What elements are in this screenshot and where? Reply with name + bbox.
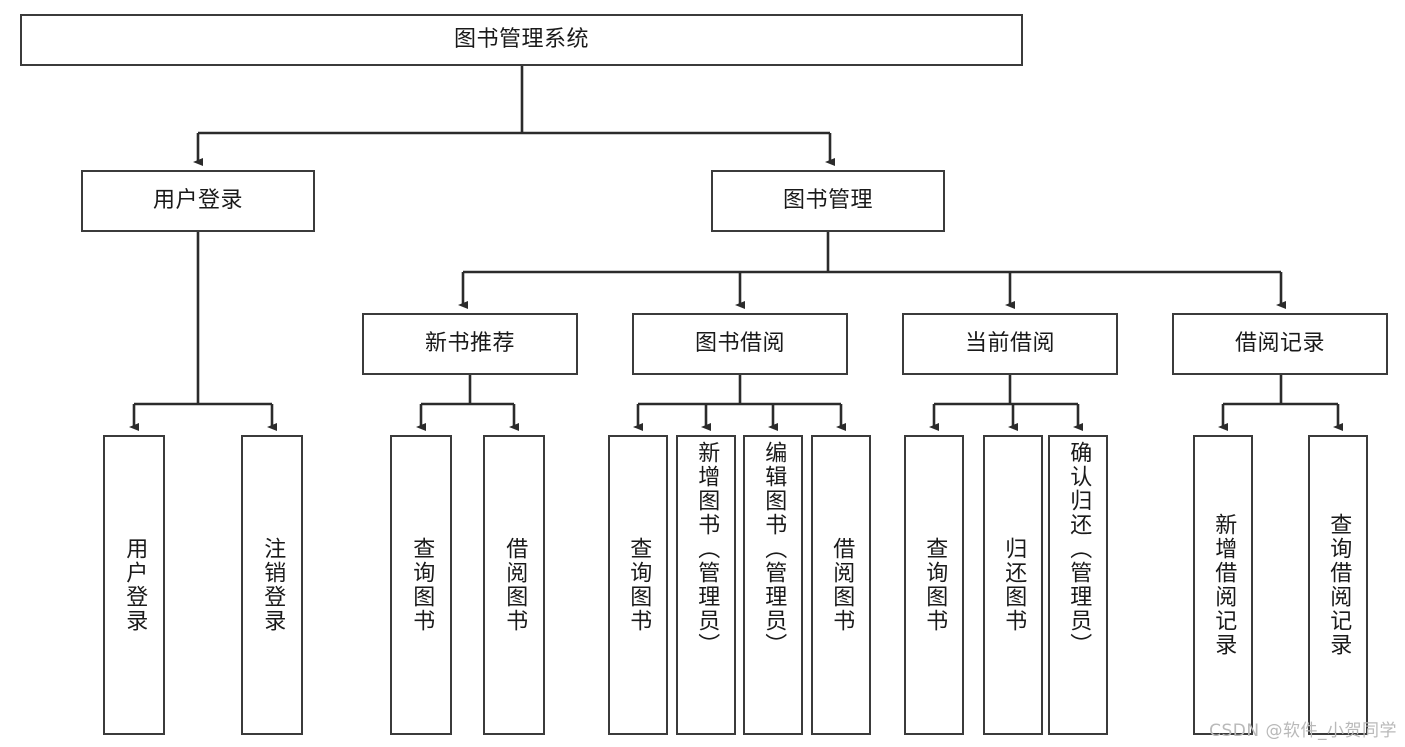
leaf-borrow-edit-book[interactable]: 编辑图书（管理员） <box>743 435 803 735</box>
leaf-current-confirm-return[interactable]: 确认归还（管理员） <box>1048 435 1108 735</box>
leaf-current-query-book[interactable]: 查询图书 <box>904 435 964 735</box>
leaf-user-login-signin[interactable]: 用户登录 <box>103 435 165 735</box>
node-book-borrow[interactable]: 图书借阅 <box>632 313 848 375</box>
leaf-record-query-record[interactable]: 查询借阅记录 <box>1308 435 1368 735</box>
leaf-borrow-borrow-book-label: 借阅图书 <box>829 537 855 633</box>
node-current-borrow-label: 当前借阅 <box>964 330 1055 356</box>
leaf-recommend-query-book-label: 查询图书 <box>409 537 435 633</box>
node-new-book-recommend[interactable]: 新书推荐 <box>362 313 578 375</box>
leaf-current-return-book[interactable]: 归还图书 <box>983 435 1043 735</box>
leaf-recommend-borrow-book[interactable]: 借阅图书 <box>483 435 545 735</box>
leaf-borrow-query-book[interactable]: 查询图书 <box>608 435 668 735</box>
leaf-record-query-record-label: 查询借阅记录 <box>1326 513 1352 657</box>
leaf-current-confirm-return-label: 确认归还（管理员） <box>1066 441 1092 657</box>
node-borrow-record-label: 借阅记录 <box>1234 330 1325 356</box>
node-borrow-record[interactable]: 借阅记录 <box>1172 313 1388 375</box>
leaf-recommend-borrow-book-label: 借阅图书 <box>502 537 528 633</box>
leaf-user-login-signin-label: 用户登录 <box>122 537 148 633</box>
node-root-label: 图书管理系统 <box>453 26 589 52</box>
leaf-user-login-signout-label: 注销登录 <box>260 537 286 633</box>
leaf-record-add-record[interactable]: 新增借阅记录 <box>1193 435 1253 735</box>
leaf-current-query-book-label: 查询图书 <box>922 537 948 633</box>
node-book-management-label: 图书管理 <box>782 187 873 213</box>
node-new-book-recommend-label: 新书推荐 <box>424 330 515 356</box>
leaf-record-add-record-label: 新增借阅记录 <box>1211 513 1237 657</box>
leaf-borrow-edit-book-label: 编辑图书（管理员） <box>761 441 787 657</box>
leaf-current-return-book-label: 归还图书 <box>1001 537 1027 633</box>
leaf-borrow-query-book-label: 查询图书 <box>626 537 652 633</box>
node-root[interactable]: 图书管理系统 <box>20 14 1023 66</box>
node-book-management[interactable]: 图书管理 <box>711 170 945 232</box>
node-user-login-label: 用户登录 <box>152 187 243 213</box>
leaf-recommend-query-book[interactable]: 查询图书 <box>390 435 452 735</box>
leaf-user-login-signout[interactable]: 注销登录 <box>241 435 303 735</box>
leaf-borrow-add-book[interactable]: 新增图书（管理员） <box>676 435 736 735</box>
leaf-borrow-add-book-label: 新增图书（管理员） <box>694 441 720 657</box>
node-user-login[interactable]: 用户登录 <box>81 170 315 232</box>
node-book-borrow-label: 图书借阅 <box>694 330 785 356</box>
leaf-borrow-borrow-book[interactable]: 借阅图书 <box>811 435 871 735</box>
node-current-borrow[interactable]: 当前借阅 <box>902 313 1118 375</box>
